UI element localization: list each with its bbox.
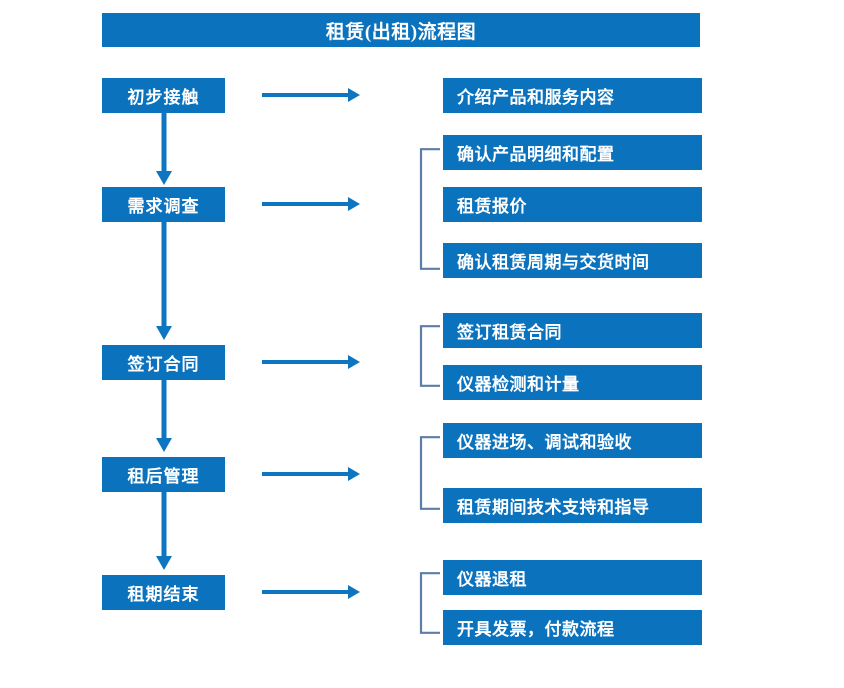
- detail-box-introduce-products[interactable]: 介绍产品和服务内容: [443, 78, 702, 113]
- right-arrow-icon: [262, 197, 360, 211]
- stage-box-initial-contact[interactable]: 初步接触: [102, 78, 225, 113]
- detail-box-confirm-period-delivery[interactable]: 确认租赁周期与交货时间: [443, 243, 702, 278]
- detail-box-instrument-testing[interactable]: 仪器检测和计量: [443, 365, 702, 400]
- group-bracket-icon: [418, 148, 440, 270]
- detail-box-invoice-payment[interactable]: 开具发票，付款流程: [443, 610, 702, 645]
- stage-box-demand-survey[interactable]: 需求调查: [102, 187, 225, 222]
- detail-box-sign-rental-contract[interactable]: 签订租赁合同: [443, 313, 702, 348]
- right-arrow-icon: [262, 355, 360, 369]
- detail-box-rental-quotation[interactable]: 租赁报价: [443, 187, 702, 222]
- detail-box-instrument-entry-commissioning[interactable]: 仪器进场、调试和验收: [443, 423, 702, 458]
- detail-box-instrument-return[interactable]: 仪器退租: [443, 560, 702, 595]
- group-bracket-icon: [418, 572, 440, 634]
- detail-box-technical-support[interactable]: 租赁期间技术支持和指导: [443, 488, 702, 523]
- down-arrow-icon: [156, 380, 172, 452]
- stage-box-lease-end[interactable]: 租期结束: [102, 575, 225, 610]
- page-title: 租赁(出租)流程图: [102, 13, 700, 47]
- down-arrow-icon: [156, 113, 172, 185]
- right-arrow-icon: [262, 585, 360, 599]
- detail-box-confirm-product-details[interactable]: 确认产品明细和配置: [443, 135, 702, 170]
- group-bracket-icon: [418, 436, 440, 510]
- right-arrow-icon: [262, 88, 360, 102]
- group-bracket-icon: [418, 325, 440, 387]
- down-arrow-icon: [156, 222, 172, 340]
- stage-box-sign-contract[interactable]: 签订合同: [102, 345, 225, 380]
- right-arrow-icon: [262, 467, 360, 481]
- down-arrow-icon: [156, 492, 172, 570]
- stage-box-post-rental-management[interactable]: 租后管理: [102, 457, 225, 492]
